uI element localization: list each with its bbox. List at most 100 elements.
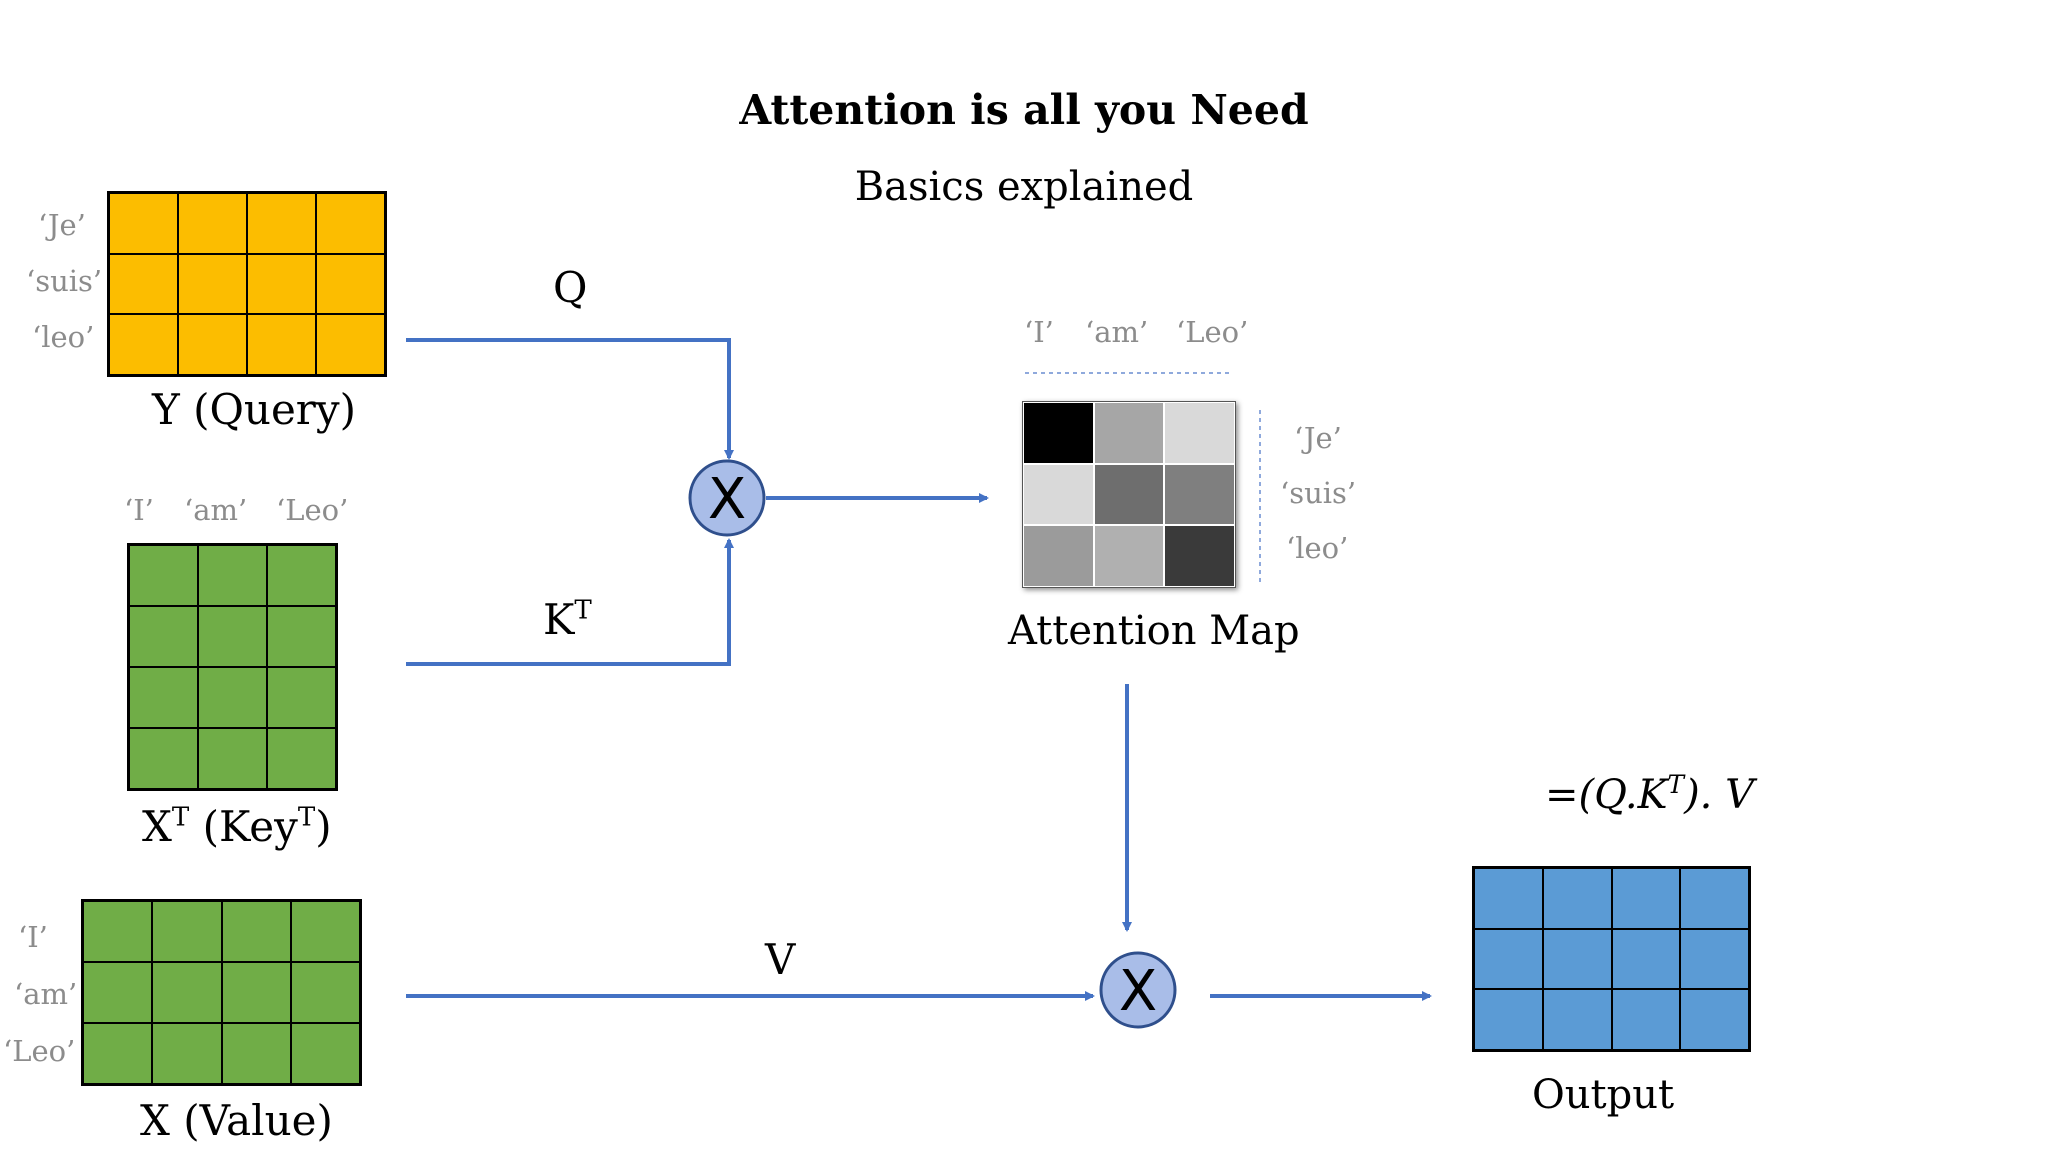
key-matrix-cell: [267, 667, 336, 728]
multiply-circle-2: [1099, 951, 1177, 1029]
output-caption: Output: [1532, 1072, 1675, 1118]
attention-map-cell: [1164, 525, 1235, 587]
attention-map-cell: [1023, 463, 1094, 526]
key-col-label-2: ‘Leo’: [276, 493, 349, 527]
key-matrix-cell: [267, 606, 336, 667]
query-matrix-cell: [247, 253, 316, 315]
value-matrix: [81, 899, 362, 1086]
value-row-label-2: ‘Leo’: [3, 1034, 76, 1068]
key-caption-sup: T: [171, 802, 190, 833]
formula-sup: T: [1667, 770, 1685, 800]
multiply-circle-1: [688, 459, 766, 537]
attention-map-cell: [1023, 402, 1094, 464]
attention-map-cell: [1093, 463, 1165, 526]
output-matrix-cell: [1542, 868, 1612, 929]
query-matrix-cell: [178, 253, 247, 315]
value-matrix-cell: [83, 1023, 153, 1084]
value-matrix-cell: [83, 901, 153, 962]
query-row-label-1: ‘suis’: [26, 264, 103, 298]
query-matrix-cell: [109, 314, 178, 375]
output-matrix-cell: [1542, 989, 1612, 1050]
query-matrix: [107, 191, 387, 377]
value-matrix-cell: [221, 901, 291, 962]
multiply-node-1: X: [688, 459, 766, 537]
multiply-symbol-2: X: [1119, 959, 1157, 1024]
value-matrix-cell: [152, 1023, 222, 1084]
key-caption-main: X: [142, 802, 172, 851]
query-matrix-cell: [316, 253, 385, 315]
query-matrix-cell: [109, 193, 178, 254]
query-row-label-0: ‘Je’: [38, 208, 86, 242]
key-col-label-0: ‘I’: [124, 493, 154, 527]
query-matrix-cell: [247, 314, 316, 375]
value-matrix-cell: [290, 901, 360, 962]
attention-map-cell: [1023, 525, 1094, 587]
output-matrix-cell: [1611, 868, 1681, 929]
attention-map-cell: [1093, 525, 1165, 587]
output-matrix-cell: [1542, 928, 1612, 990]
multiply-symbol-1: X: [708, 467, 746, 532]
output-matrix-cell: [1474, 989, 1543, 1050]
v-label: V: [765, 935, 796, 984]
attention-map-cell: [1164, 463, 1235, 526]
value-matrix-cell: [83, 962, 153, 1023]
key-caption-sup2: T: [297, 802, 316, 833]
query-matrix-cell: [109, 253, 178, 315]
k-label-sup: T: [574, 595, 592, 626]
query-matrix-cell: [316, 314, 385, 375]
value-matrix-cell: [221, 1023, 291, 1084]
attention-map-caption: Attention Map: [1008, 608, 1300, 654]
attention-map-cell: [1164, 402, 1235, 464]
value-row-label-1: ‘am’: [14, 977, 78, 1011]
output-matrix-cell: [1474, 928, 1543, 990]
key-arrow: [406, 538, 734, 666]
query-caption: Y (Query): [152, 385, 356, 434]
attention-map-matrix: [1022, 401, 1236, 588]
key-matrix-cell: [198, 667, 267, 728]
key-matrix-cell: [198, 545, 267, 606]
formula-prefix: =(Q.K: [1545, 772, 1668, 818]
key-matrix-cell: [129, 545, 198, 606]
key-matrix-cell: [129, 728, 198, 789]
attention-col-label-1: ‘am’: [1085, 315, 1149, 349]
multiply-node-2: X: [1099, 951, 1177, 1029]
k-transpose-label: KT: [543, 595, 592, 644]
attention-row-label-1: ‘suis’: [1280, 476, 1357, 510]
attention-col-label-2: ‘Leo’: [1176, 315, 1249, 349]
key-col-label-1: ‘am’: [184, 493, 248, 527]
key-caption-mid: (Key: [189, 802, 298, 851]
output-matrix: [1472, 866, 1751, 1052]
value-matrix-cell: [152, 962, 222, 1023]
key-caption: XT (KeyT): [142, 802, 332, 851]
output-matrix-cell: [1611, 928, 1681, 990]
output-matrix-cell: [1680, 989, 1749, 1050]
key-matrix-cell: [198, 728, 267, 789]
attention-col-label-0: ‘I’: [1024, 315, 1054, 349]
query-arrow: [406, 338, 734, 460]
query-matrix-cell: [178, 314, 247, 375]
q-label: Q: [553, 263, 588, 312]
formula-suffix: ). V: [1684, 772, 1754, 818]
value-matrix-cell: [290, 962, 360, 1023]
output-matrix-cell: [1474, 868, 1543, 929]
value-row-label-0: ‘I’: [18, 920, 48, 954]
value-matrix-cell: [290, 1023, 360, 1084]
output-formula: =(Q.KT). V: [1545, 772, 1754, 818]
key-matrix: [127, 543, 338, 791]
key-matrix-cell: [267, 728, 336, 789]
k-label-main: K: [543, 595, 575, 644]
value-matrix-cell: [152, 901, 222, 962]
output-matrix-cell: [1611, 989, 1681, 1050]
value-caption: X (Value): [140, 1096, 333, 1145]
key-matrix-cell: [129, 606, 198, 667]
key-caption-end: ): [315, 802, 332, 851]
query-matrix-cell: [178, 193, 247, 254]
output-matrix-cell: [1680, 928, 1749, 990]
query-matrix-cell: [316, 193, 385, 254]
attention-map-cell: [1093, 402, 1165, 464]
attention-row-label-2: ‘leo’: [1286, 531, 1349, 565]
output-matrix-cell: [1680, 868, 1749, 929]
diagram-title: Attention is all you Need: [739, 86, 1309, 134]
key-matrix-cell: [198, 606, 267, 667]
